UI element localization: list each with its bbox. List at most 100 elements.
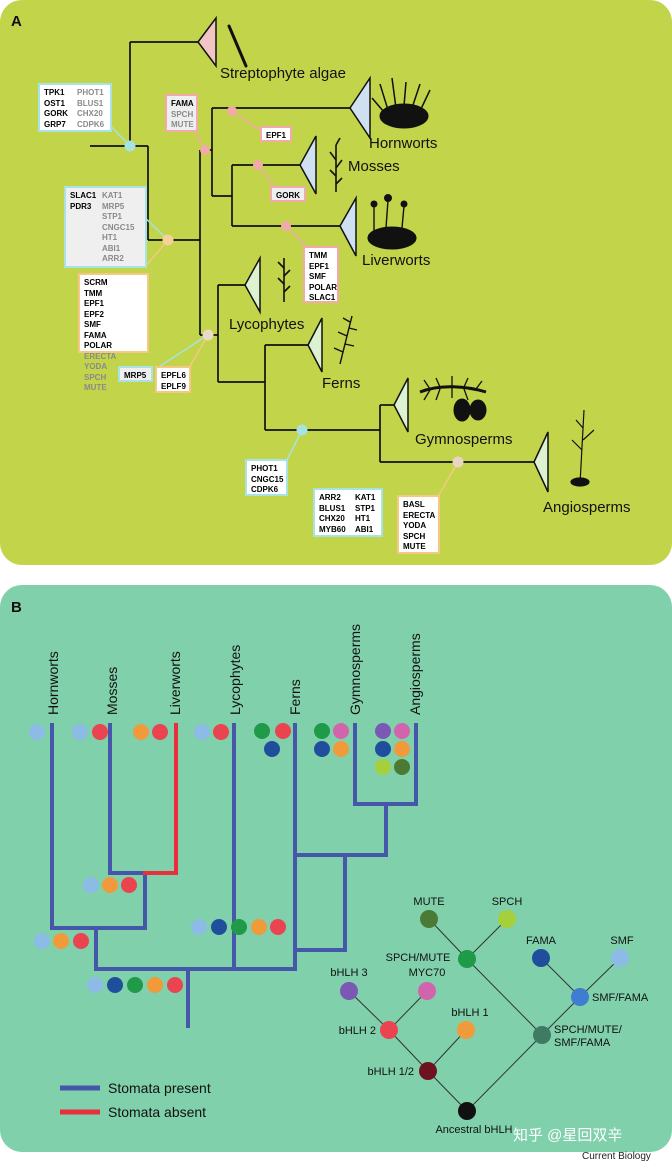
gene-edge-4 xyxy=(579,957,621,998)
gene-node-label-2: SPCH/MUTE xyxy=(386,952,451,964)
triangle-mosses xyxy=(299,135,317,195)
gene-box-streptophyte-base: TPK1 OST1 GORK GRP7 PHOT1 BLUS1 CHX20 CD… xyxy=(38,83,112,132)
gene-dot-6 xyxy=(213,724,229,740)
gene-gain-nodes xyxy=(124,106,464,468)
gene-box-land-plant-bhlh: FAMA SPCH MUTE xyxy=(165,94,198,132)
gene-box-vascular-mrp5: MRP5 xyxy=(118,366,153,382)
taxon-label-hornworts: Hornworts xyxy=(45,651,61,715)
gene-dot-20 xyxy=(83,877,99,893)
clade-label-gymnosperms: Gymnosperms xyxy=(415,431,513,448)
gene-node-label-5: SMF/FAMA xyxy=(592,992,649,1004)
gene-node-1 xyxy=(498,910,516,928)
panel-b-label: B xyxy=(11,599,22,616)
gene-node-label-8: MYC70 xyxy=(409,967,446,979)
panel-b-diagram: Hornworts Mosses Liverworts Lycophytes Ferns… xyxy=(29,624,649,1136)
gene-node-label-12: Ancestral bHLH xyxy=(435,1124,512,1136)
gene-node-label-1: SPCH xyxy=(492,896,523,908)
gene-box-liverwort: TMM EPF1 SMF POLAR SLAC1 xyxy=(303,246,339,303)
gene-edge-0 xyxy=(428,918,468,960)
taxon-label-ferns: Ferns xyxy=(287,679,303,715)
triangle-ferns xyxy=(307,317,323,373)
gene-node-12 xyxy=(458,1102,476,1120)
gene-box-angiosperm-development: BASL ERECTA YODA SPCH MUTE xyxy=(397,495,440,554)
gene-dot-29 xyxy=(251,919,267,935)
gene-dot-15 xyxy=(394,723,410,739)
species-tree xyxy=(50,723,418,1028)
gene-dot-1 xyxy=(72,724,88,740)
gene-box-vascular-epfl: EPFL6 EPLF9 xyxy=(155,366,191,393)
panel-b: B Hornworts Mosses Liverworts Lycophytes Fer… xyxy=(0,585,672,1152)
phylogeny-branches xyxy=(90,41,534,463)
clade-label-liverworts: Liverworts xyxy=(362,252,431,269)
gene-dot-19 xyxy=(394,759,410,775)
gene-dot-18 xyxy=(375,759,391,775)
panel-a: A xyxy=(0,0,672,565)
gene-node-8 xyxy=(418,982,436,1000)
gene-dot-11 xyxy=(333,723,349,739)
legend-label-absent: Stomata absent xyxy=(108,1104,207,1120)
gene-dot-33 xyxy=(127,977,143,993)
clade-label-angiosperms: Angiosperms xyxy=(543,499,631,516)
gene-dot-9 xyxy=(264,741,280,757)
gene-node-6 xyxy=(533,1026,551,1044)
clade-label-hornworts: Hornworts xyxy=(369,135,438,152)
connector-lines xyxy=(102,110,459,501)
gene-dot-8 xyxy=(275,723,291,739)
taxon-label-mosses: Mosses xyxy=(104,667,120,715)
gene-dot-0 xyxy=(29,724,45,740)
gene-dot-21 xyxy=(102,877,118,893)
gene-node-label-0: MUTE xyxy=(413,896,444,908)
gene-dot-27 xyxy=(211,919,227,935)
gene-node-label-4: SMF xyxy=(610,935,634,947)
gene-node-2 xyxy=(458,950,476,968)
gene-edge-2 xyxy=(466,958,543,1036)
gene-dot-13 xyxy=(333,741,349,757)
journal-credit: Current Biology xyxy=(582,1151,651,1162)
watermark: 知乎 @星回双辛 xyxy=(513,1127,623,1144)
gene-dot-10 xyxy=(314,723,330,739)
plant-silhouettes xyxy=(227,24,595,487)
gene-node-0 xyxy=(420,910,438,928)
clade-label-ferns: Ferns xyxy=(322,375,361,392)
gene-node-label-6: SPCH/MUTE/SMF/FAMA xyxy=(554,1024,623,1049)
gene-box-embryophyte: SLAC1 PDR3 KAT1 MRP5 STP1 CNGC15 HT1 ABI… xyxy=(64,186,147,268)
liverwort-icon xyxy=(367,194,417,250)
triangle-gymnosperms xyxy=(393,377,409,433)
gene-edge-7 xyxy=(348,990,390,1031)
hornwort-icon xyxy=(371,77,431,129)
clade-label-mosses: Mosses xyxy=(348,158,400,175)
panel-a-label: A xyxy=(11,13,22,30)
gene-dot-22 xyxy=(121,877,137,893)
gene-edge-3 xyxy=(540,957,581,998)
gene-dot-32 xyxy=(107,977,123,993)
gene-edge-11 xyxy=(427,1070,468,1112)
gene-dot-17 xyxy=(394,741,410,757)
gene-dot-16 xyxy=(375,741,391,757)
gene-dot-4 xyxy=(152,724,168,740)
legend-swatches xyxy=(60,1085,100,1115)
lycophyte-icon xyxy=(277,258,291,302)
gene-edge-9 xyxy=(388,1029,429,1072)
gene-dot-25 xyxy=(73,933,89,949)
gene-node-4 xyxy=(611,949,629,967)
gene-dot-5 xyxy=(194,724,210,740)
gene-dot-7 xyxy=(254,723,270,739)
gene-box-hornwort: EPF1 xyxy=(260,126,292,142)
gene-node-11 xyxy=(419,1062,437,1080)
gene-node-label-10: bHLH 1 xyxy=(451,1007,488,1019)
triangle-angiosperms xyxy=(533,431,549,493)
triangle-hornworts xyxy=(349,75,371,141)
gene-dot-34 xyxy=(147,977,163,993)
gene-edge-8 xyxy=(388,990,428,1031)
gene-dot-28 xyxy=(231,919,247,935)
angiosperm-icon xyxy=(570,409,595,487)
gene-node-9 xyxy=(380,1021,398,1039)
gene-edge-6 xyxy=(466,1034,543,1112)
gene-dot-3 xyxy=(133,724,149,740)
taxon-label-lycophytes: Lycophytes xyxy=(227,645,243,715)
gene-dot-31 xyxy=(87,977,103,993)
taxon-label-liverworts: Liverworts xyxy=(167,651,183,715)
gene-edge-1 xyxy=(466,918,508,960)
taxon-label-angiosperms: Angiosperms xyxy=(407,633,423,715)
